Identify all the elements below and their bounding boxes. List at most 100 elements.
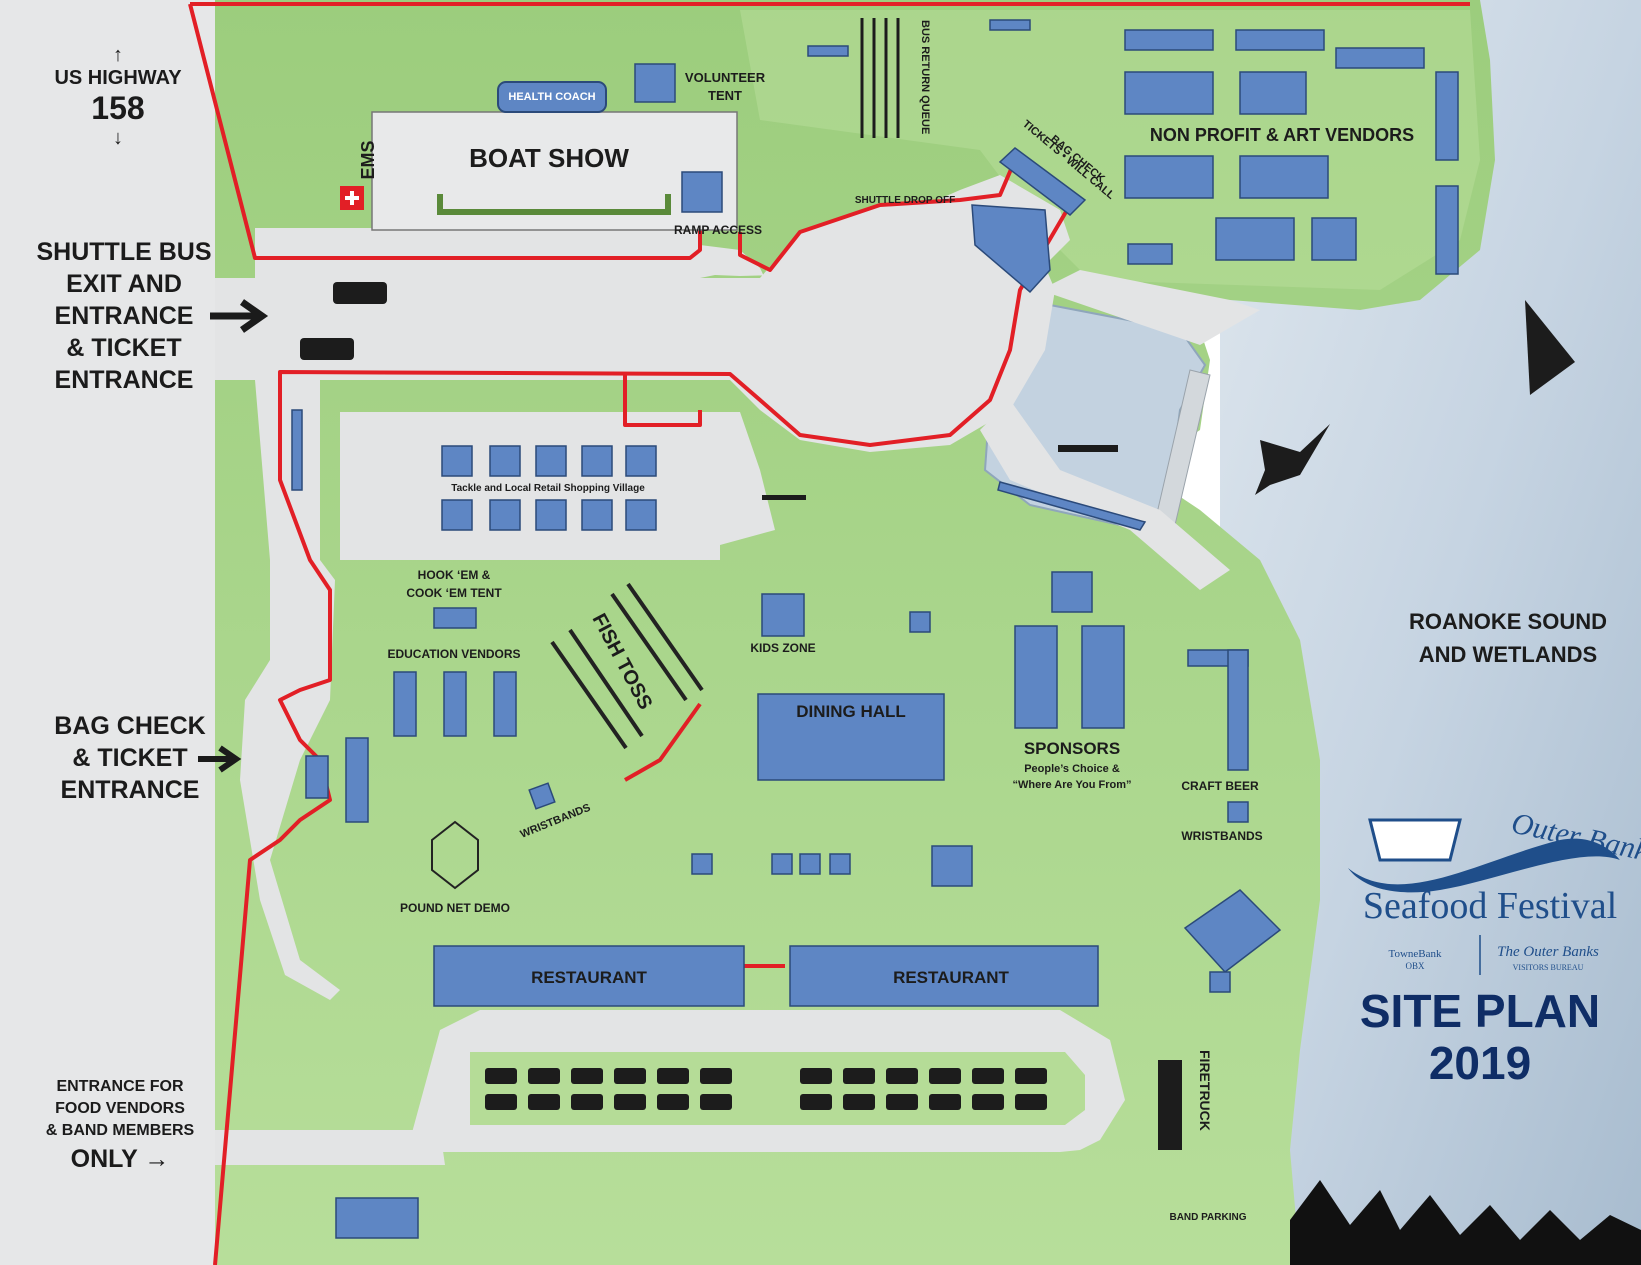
restaurant-left-label: RESTAURANT [531, 968, 647, 987]
restaurant-left [433, 945, 745, 1007]
bag-check-line-1: BAG CHECK [54, 712, 206, 740]
food-truck-icon [614, 1068, 646, 1084]
food-vendor-entrance-label: ENTRANCE FOR FOOD VENDORS & BAND MEMBERS… [20, 1076, 220, 1173]
shuttle-entrance-line-2: EXIT AND [66, 270, 182, 298]
shuttle-entrance-line-3: ENTRANCE [54, 302, 194, 330]
ems-cross-mark [345, 191, 359, 205]
shuttle-bus-icons [300, 81, 607, 360]
non-profit-label: NON PROFIT & ART VENDORS [1150, 125, 1414, 145]
firetruck-label: FIRETRUCK [1197, 1050, 1213, 1131]
volunteer-tent-label-2: TENT [708, 88, 742, 103]
bus-return-queue-label: BUS RETURN QUEUE [919, 20, 931, 134]
music-stage [1183, 889, 1282, 974]
dining-hall-label: DINING HALL [796, 702, 906, 721]
arrow-up-icon: ↑ [113, 44, 123, 66]
food-truck-icon [485, 1068, 517, 1084]
food-truck-icon [929, 1068, 961, 1084]
craft-beer-label: CRAFT BEER [1181, 779, 1259, 793]
food-truck-icon [528, 1068, 560, 1084]
food-truck-icon [886, 1094, 918, 1110]
shuttle-entrance-line-5: ENTRANCE [54, 366, 194, 394]
logo-townebank: TowneBank [1389, 948, 1442, 960]
food-truck-icon [1015, 1068, 1047, 1084]
restaurant-right-label: RESTAURANT [893, 968, 1009, 987]
roanoke-sound-label-2: AND WETLANDS [1419, 642, 1597, 667]
road-shuttle-roundabout [215, 200, 1055, 452]
kitesurf-icon [1525, 300, 1575, 395]
bus-return-queue-lanes [860, 18, 900, 138]
food-truck-icon [571, 1094, 603, 1110]
ramp-access-label: RAMP ACCESS [674, 223, 762, 237]
bag-check-arrow-icon [198, 745, 242, 773]
food-truck-icon [886, 1068, 918, 1084]
food-truck-icon [1015, 1094, 1047, 1110]
volunteer-tent [634, 63, 676, 103]
logo-wave [1348, 838, 1620, 893]
only-label: ONLY → [70, 1145, 170, 1173]
shuttle-drop-off-label: SHUTTLE DROP OFF [855, 195, 955, 206]
site-plan-heading: SITE PLAN [1359, 985, 1601, 1037]
restaurant-right [789, 945, 1099, 1007]
wristbands-right-label: WRISTBANDS [1181, 829, 1262, 843]
food-truck-icon [700, 1094, 732, 1110]
food-truck-icon [700, 1068, 732, 1084]
shuttle-entrance-line-1: SHUTTLE BUS [36, 238, 212, 266]
cattail-icons [762, 445, 1118, 500]
sponsors-sub-label-1: People’s Choice & [1024, 763, 1120, 775]
boat-show-curb [437, 194, 671, 215]
kids-zone-label: KIDS ZONE [750, 641, 815, 655]
site-plan-year: 2019 [1428, 1037, 1532, 1089]
food-truck-icon [929, 1094, 961, 1110]
shuttle-entrance-arrow-icon [210, 299, 269, 333]
food-vendor-line-1: ENTRANCE FOR [56, 1078, 184, 1095]
highway-name: US HIGHWAY [54, 67, 182, 89]
pound-net-demo-hexagon [431, 820, 479, 890]
food-truck-icon [657, 1068, 689, 1084]
shuttle-entrance-label: SHUTTLE BUS EXIT AND ENTRANCE & TICKET E… [24, 236, 224, 396]
food-truck-icon [614, 1094, 646, 1110]
tackle-village-label: Tackle and Local Retail Shopping Village [451, 483, 645, 494]
road-south-connector [215, 1130, 445, 1165]
heron-icon [1255, 424, 1330, 495]
bag-check-entrance-label: BAG CHECK & TICKET ENTRANCE [30, 710, 230, 806]
highway-label: ↑ US HIGHWAY 158 ↓ [38, 44, 198, 150]
bag-check-line-3: ENTRANCE [60, 776, 200, 804]
food-truck-icon [485, 1094, 517, 1110]
food-truck-icon [843, 1094, 875, 1110]
food-truck-icon [800, 1094, 832, 1110]
food-vendor-line-3: & BAND MEMBERS [45, 1122, 195, 1139]
site-plan-title: SITE PLAN 2019 [1330, 985, 1630, 1089]
vendor-booths [291, 19, 1459, 1239]
logo-outer-banks-vb: The Outer Banks [1497, 944, 1599, 960]
food-vendor-line-2: FOOD VENDORS [55, 1100, 185, 1117]
food-truck-icon [972, 1068, 1004, 1084]
grass-silhouette [1290, 1180, 1641, 1265]
education-vendors-label: EDUCATION VENDORS [387, 647, 520, 661]
sponsors-label: SPONSORS [1024, 739, 1120, 758]
shop-booth [931, 845, 973, 887]
health-coach-label: HEALTH COACH [508, 91, 595, 103]
boat-show-label: BOAT SHOW [469, 143, 629, 173]
sponsors-sub-label-2: “Where Are You From” [1013, 779, 1132, 791]
road-west [240, 380, 340, 1000]
food-truck-icon [843, 1068, 875, 1084]
logo-townebank-sub: OBX [1405, 961, 1425, 971]
firetruck-icon [1158, 1060, 1182, 1150]
food-truck-icon [657, 1094, 689, 1110]
road-pond-south [980, 400, 1230, 590]
arrow-down-icon: ↓ [113, 127, 123, 149]
dining-hall [757, 693, 945, 781]
pound-net-demo-label: POUND NET DEMO [400, 901, 510, 915]
food-truck-icon [972, 1094, 1004, 1110]
highway-number: 158 [91, 90, 145, 126]
logo-visitors-bureau: VISITORS BUREAU [1513, 963, 1584, 972]
road-northeast [1040, 270, 1260, 345]
us-highway-158 [0, 0, 215, 1265]
logo-seafood-festival: Seafood Festival [1363, 885, 1617, 927]
bag-check-tent [971, 204, 1051, 294]
ramp-access-booth [681, 171, 723, 213]
roanoke-sound-label-1: ROANOKE SOUND [1409, 609, 1607, 634]
bag-check-line-2: & TICKET [72, 744, 188, 772]
hook-em-label-2: COOK ‘EM TENT [406, 586, 502, 600]
